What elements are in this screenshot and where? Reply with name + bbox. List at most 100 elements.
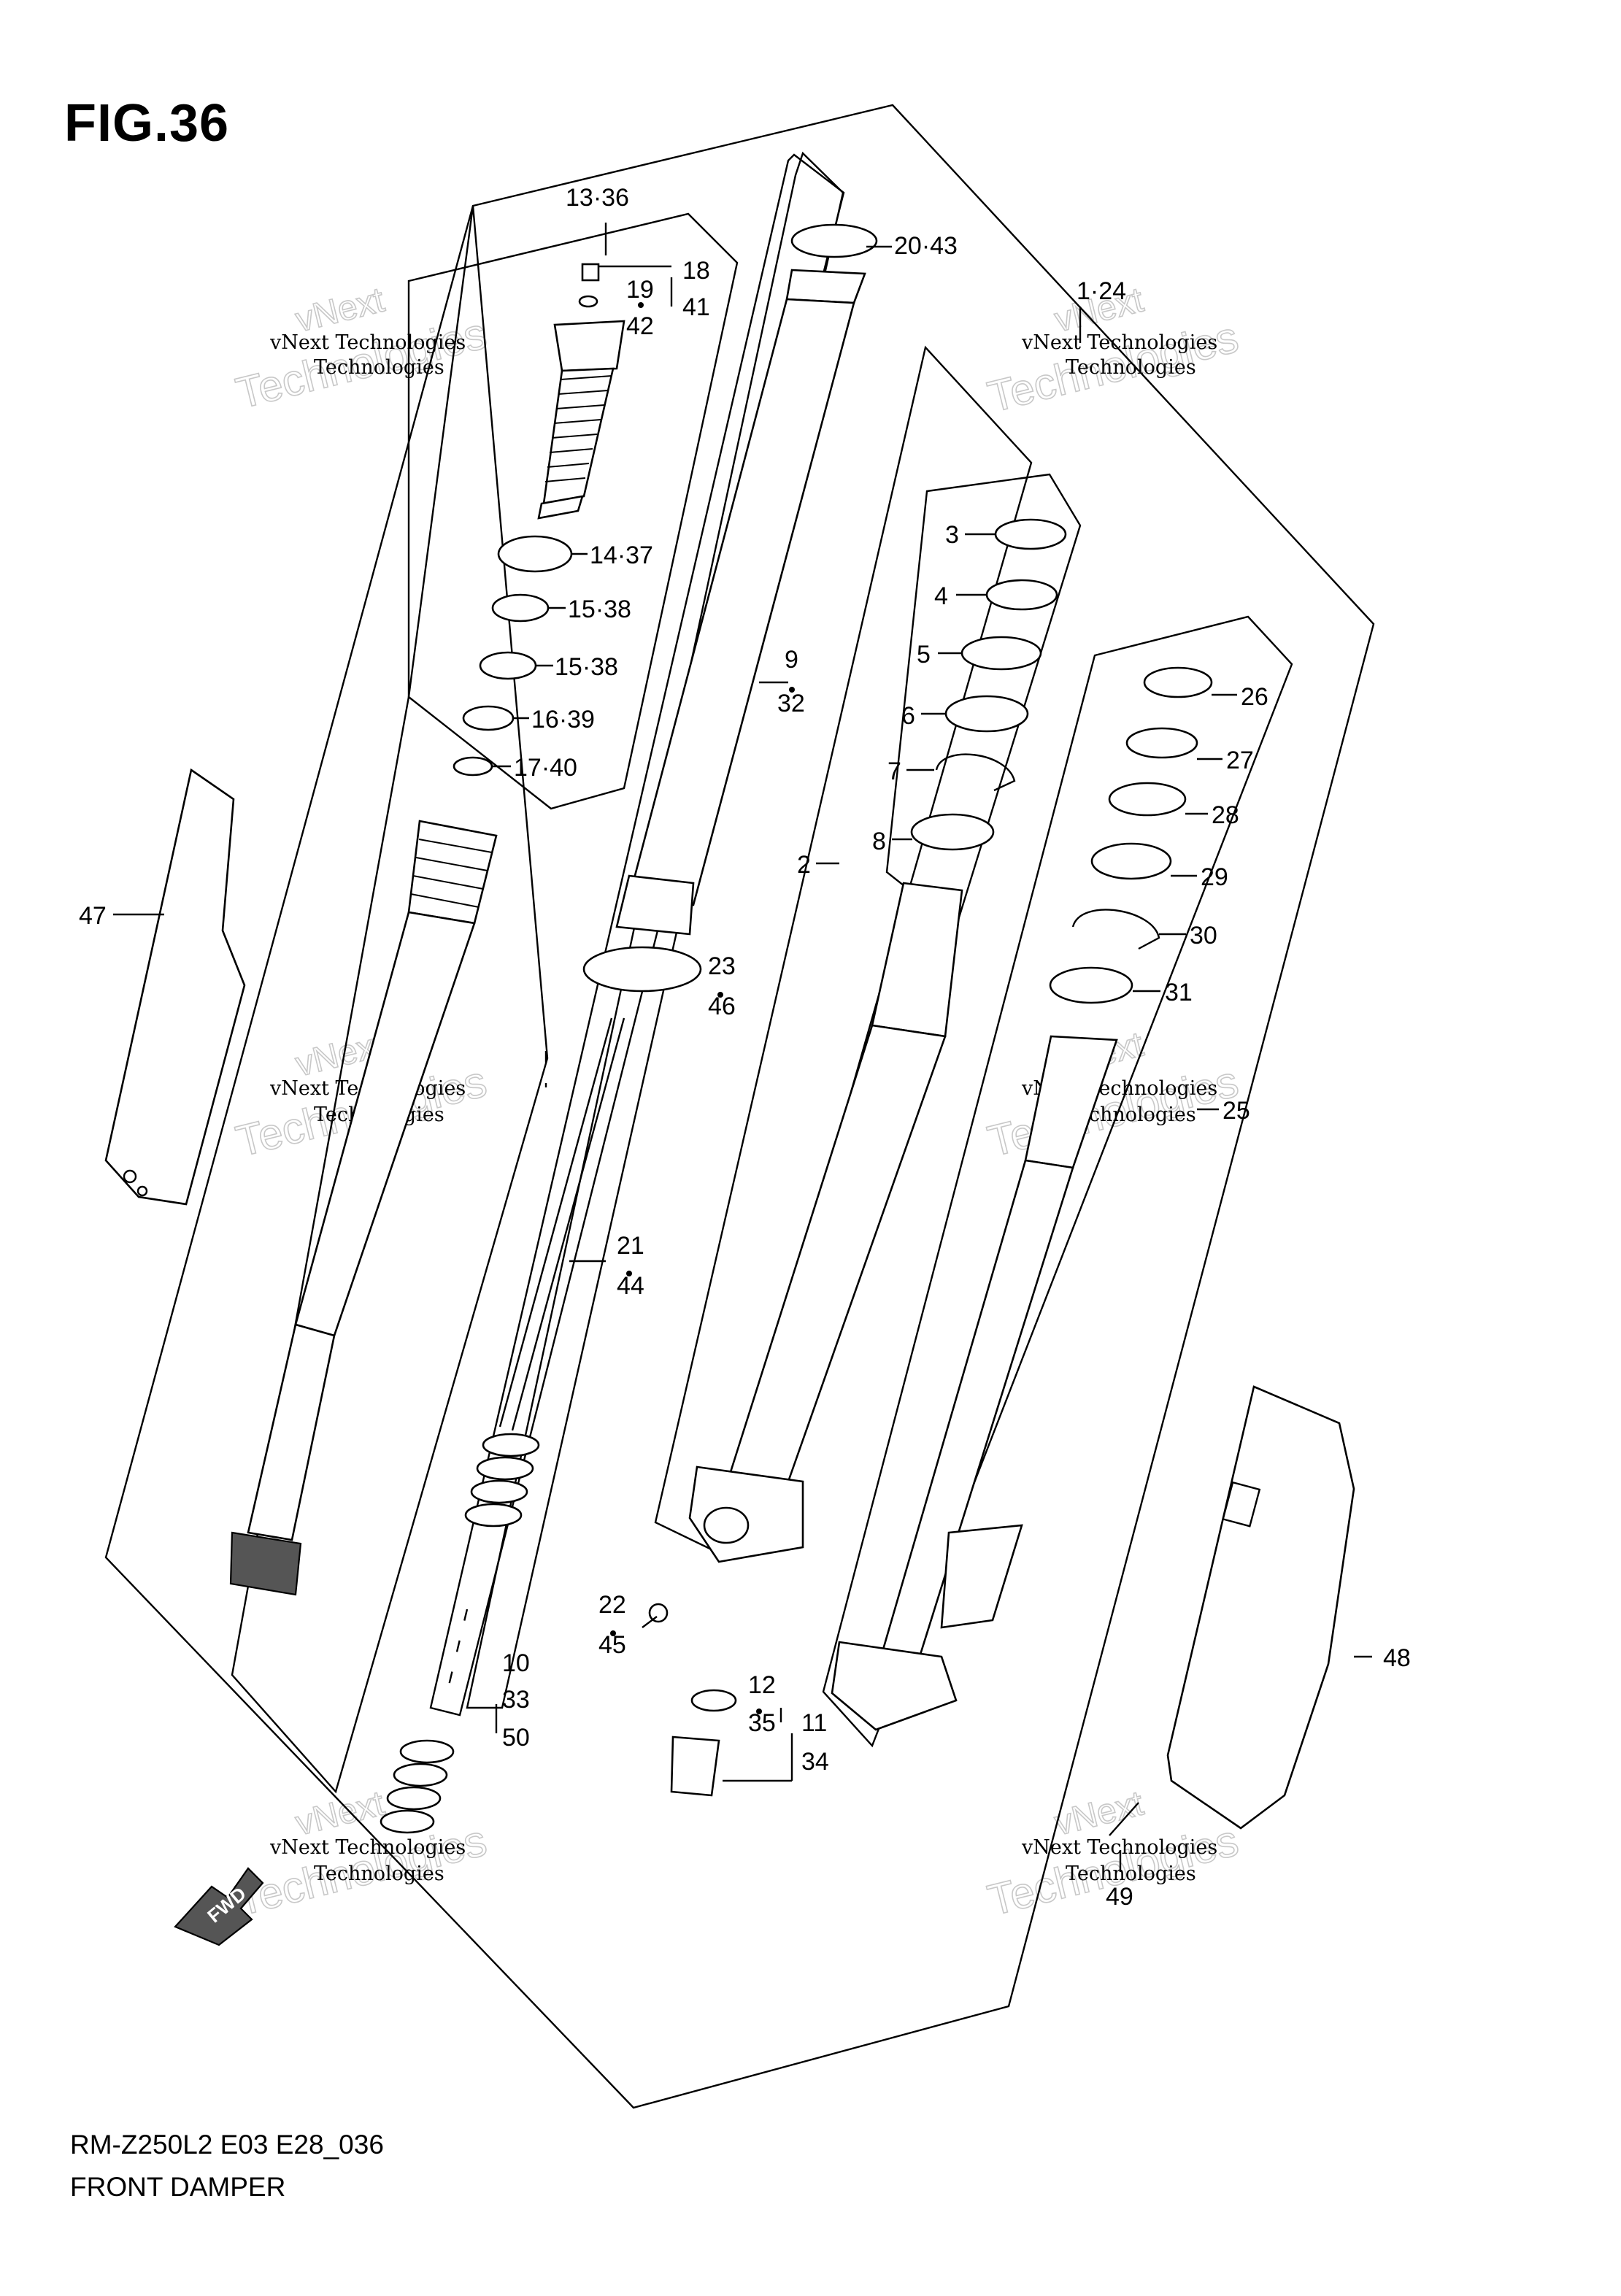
watermark-technologies-small: Technologies: [1066, 356, 1196, 379]
clip-30: [1071, 909, 1160, 950]
callout-41: 41: [682, 293, 710, 321]
cartridge-base: [537, 495, 584, 520]
callout-7: 7: [887, 758, 901, 785]
callout-35: 35: [748, 1709, 776, 1737]
callout-28: 28: [1212, 801, 1239, 829]
callout-5: 5: [917, 641, 931, 669]
callout-33: 33: [502, 1686, 530, 1714]
outer-tube-lower-band: [615, 874, 695, 936]
right-seal-group-frame: [822, 615, 1293, 1748]
callout-dots: [610, 302, 795, 1714]
outer-tube-top: [785, 269, 866, 304]
left-damper-body: [229, 820, 498, 1596]
fork-guard-48: [1166, 1385, 1355, 1830]
inner-tube-2: [728, 1024, 947, 1483]
callout-14-37: 14·37: [590, 542, 653, 569]
callout-15-38b: 15·38: [555, 653, 618, 681]
bolt-22: [648, 1603, 669, 1623]
rod-21: [511, 1017, 625, 1431]
callout-15-38a: 15·38: [568, 596, 631, 623]
watermark-technologies-small: Technologies: [314, 356, 444, 379]
bolt-18: [581, 263, 600, 282]
callout-11: 11: [801, 1709, 827, 1737]
section-name: FRONT DAMPER: [70, 2172, 286, 2202]
callout-29: 29: [1201, 863, 1228, 891]
washer-12: [690, 1689, 737, 1712]
inner-tube-top: [871, 882, 963, 1038]
oring-19: [578, 295, 598, 308]
ring-20: [790, 223, 878, 258]
bushing-27: [1125, 727, 1198, 759]
oil-seal-6: [944, 695, 1029, 733]
spring-lower-10: [380, 1739, 455, 1834]
callout-32: 32: [777, 690, 805, 717]
oil-seal-29: [1090, 842, 1172, 880]
callout-3: 3: [945, 521, 959, 549]
oil-seal-group-frame: [885, 473, 1082, 929]
callout-1-24: 1·24: [1077, 277, 1126, 305]
callout-2: 2: [797, 851, 811, 879]
outer-tube-9: [628, 298, 855, 906]
piston-ring-15b: [479, 651, 537, 680]
fork-guard-47: [104, 768, 246, 1206]
valve-11: [670, 1736, 720, 1797]
dust-seal-31: [1049, 966, 1133, 1004]
callout-31: 31: [1165, 979, 1193, 1006]
callout-8: 8: [872, 828, 886, 855]
callout-12: 12: [748, 1671, 776, 1699]
callout-34: 34: [801, 1748, 829, 1776]
axle-bracket-right: [831, 1641, 958, 1731]
inner-tube-assembly: [648, 882, 963, 1797]
callout-16-39: 16·39: [531, 706, 595, 733]
clip-7: [935, 753, 1016, 792]
bushing-26: [1143, 666, 1213, 698]
callout-23: 23: [708, 952, 736, 980]
fwd-arrow: FWD: [174, 1867, 264, 1946]
callout-42: 42: [626, 312, 654, 340]
watermark-company: vNext Technologies: [1021, 1836, 1217, 1859]
callout-10: 10: [502, 1649, 530, 1677]
watermark-technologies-small: Technologies: [314, 1862, 444, 1885]
callout-9: 9: [785, 646, 798, 674]
callout-30: 30: [1190, 922, 1217, 949]
figure-title: FIG.36: [64, 94, 230, 153]
callout-50: 50: [502, 1724, 530, 1752]
washer-5: [960, 636, 1042, 671]
watermark-technologies-small: Technologies: [1066, 1862, 1196, 1885]
callout-17-40: 17·40: [514, 754, 577, 782]
spring-upper: [464, 1433, 540, 1528]
piston-ring-15a: [491, 593, 550, 623]
callout-18: 18: [682, 257, 710, 285]
callout-26: 26: [1241, 683, 1268, 711]
callout-4: 4: [934, 582, 948, 610]
callout-20-43: 20·43: [894, 232, 958, 260]
watermark-vnext: vNext: [292, 1784, 388, 1844]
washer-16: [462, 705, 515, 731]
caliper-mount: [940, 1524, 1023, 1629]
callout-48: 48: [1383, 1644, 1411, 1672]
watermark-company: vNext Technologies: [269, 1836, 466, 1859]
left-damper-frame: [231, 205, 549, 1794]
outer-tube-frame: [429, 153, 845, 1717]
callout-22: 22: [598, 1591, 626, 1619]
washer-28: [1108, 782, 1187, 817]
callout-6: 6: [901, 702, 915, 730]
model-code: RM-Z250L2 E03 E28_036: [70, 2130, 384, 2160]
dust-seal-8: [910, 813, 995, 851]
callout-27: 27: [1226, 747, 1254, 774]
ring-14: [497, 535, 573, 573]
callout-21: 21: [617, 1232, 644, 1260]
bolt-49: [1109, 1802, 1139, 1836]
oring-23: [582, 946, 702, 993]
callout-labels: 13·36 18 19 41 42 14·37 15·38 15·38 16·3…: [79, 184, 1411, 1911]
callout-19: 19: [626, 276, 654, 304]
cartridge-head: [553, 320, 625, 372]
callout-47: 47: [79, 902, 107, 930]
outer-assembly-outline: [104, 104, 1375, 2109]
damper-bottom-collar: [229, 1531, 302, 1596]
callout-25: 25: [1223, 1097, 1250, 1125]
damper-lower-tube: [247, 1323, 336, 1541]
callout-13-36: 13·36: [566, 184, 629, 212]
leader-lines: [113, 223, 1372, 1872]
